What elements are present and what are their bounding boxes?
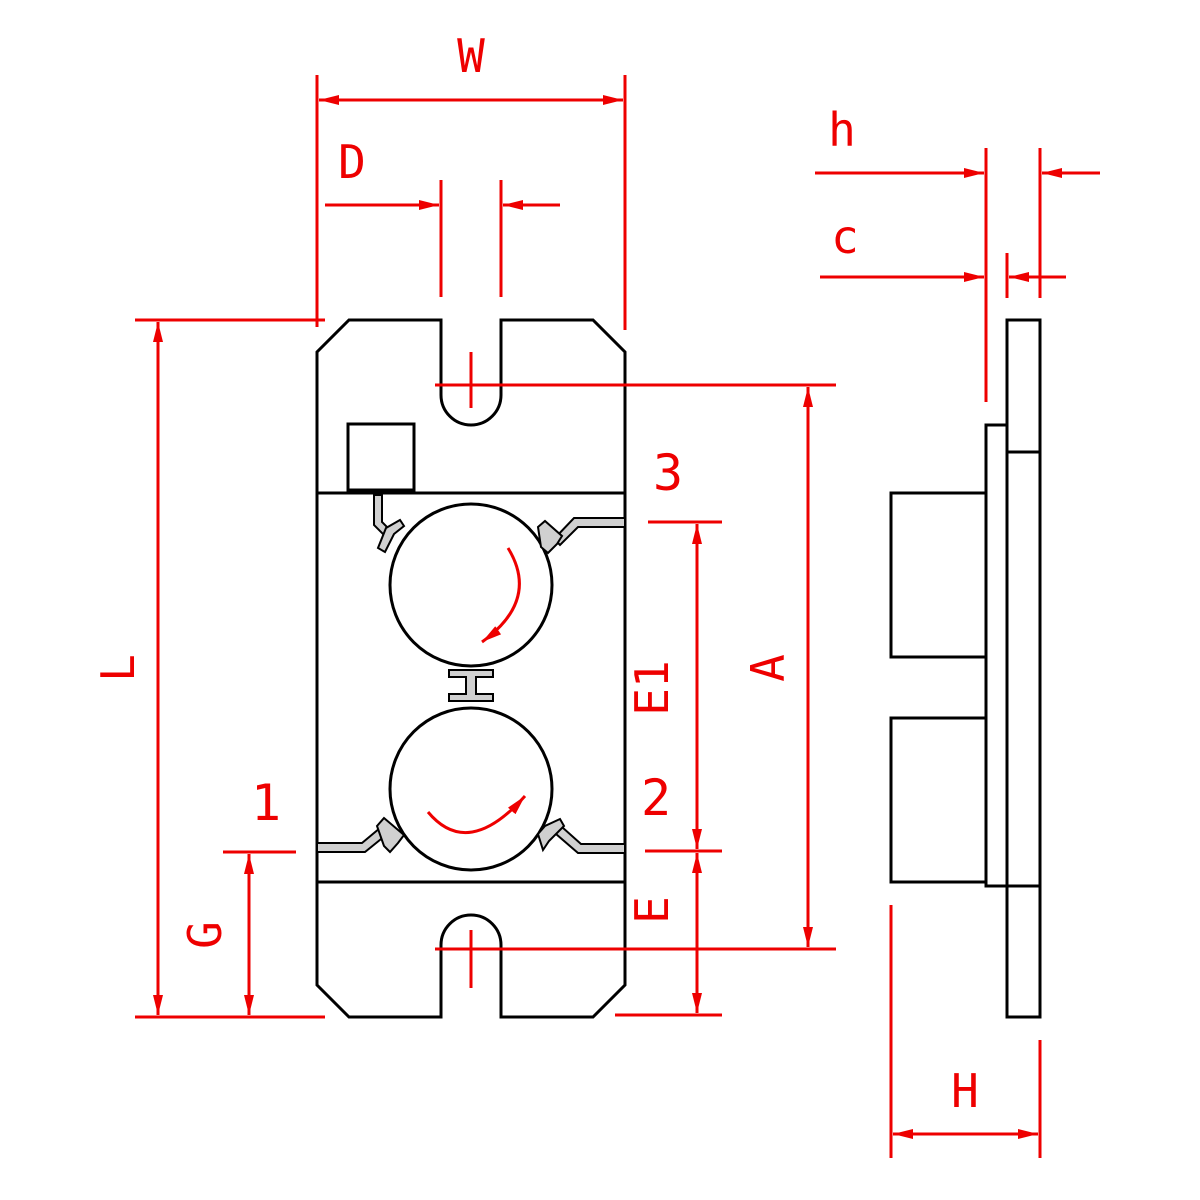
label-h-small: h [828, 103, 856, 157]
label-e1: E1 [625, 660, 679, 715]
side-upper-block [889, 491, 988, 659]
lead-lower-right [554, 825, 626, 854]
label-c: c [831, 210, 859, 264]
pin-3-label: 3 [653, 444, 683, 502]
pin-2-label: 2 [641, 769, 671, 827]
package-outline [315, 318, 627, 1019]
dimension-labels: W D h c L A E1 E G H [91, 29, 979, 1118]
side-lower-block [889, 716, 988, 884]
front-view [315, 318, 627, 1019]
rotation-arrow-upper [481, 547, 521, 644]
rotation-arrow-lower [426, 795, 527, 835]
lead-lower-right-clip [536, 817, 566, 853]
label-l: L [91, 654, 145, 682]
lead-upper-right [552, 517, 626, 547]
side-view [889, 318, 1042, 1019]
lead-upper-left-clip [376, 518, 406, 554]
lower-cavity [388, 706, 554, 872]
contact-leads [316, 494, 626, 854]
lead-upper-right-clip [536, 519, 564, 555]
label-h-big: H [951, 1064, 979, 1118]
upper-cavity [388, 502, 554, 668]
lead-lower-left [316, 826, 388, 853]
label-d: D [338, 135, 366, 189]
pin-labels: 1 2 3 [251, 444, 683, 832]
label-a: A [741, 654, 795, 682]
label-e: E [625, 896, 679, 924]
dimension-lines [135, 75, 1100, 1158]
label-g: G [178, 921, 232, 949]
side-plate [1005, 318, 1042, 1019]
marking-square [346, 422, 416, 492]
label-w: W [457, 29, 485, 83]
side-body [984, 423, 1009, 888]
lead-middle [448, 669, 494, 702]
pin-1-label: 1 [251, 774, 281, 832]
lead-lower-left-clip [375, 816, 406, 854]
